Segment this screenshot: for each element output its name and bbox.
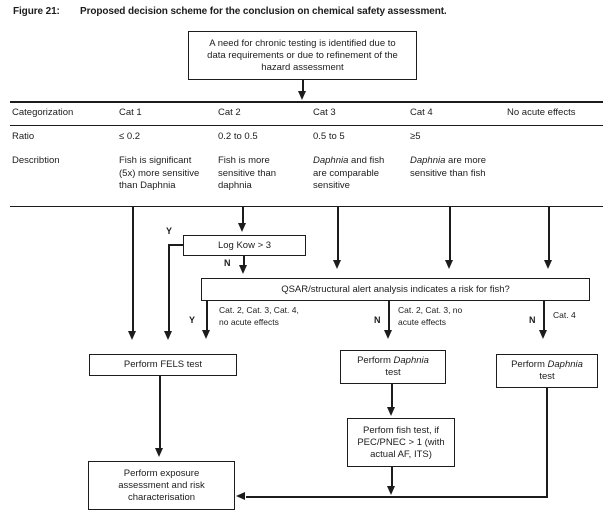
qsar-no-mid-label: N xyxy=(374,315,381,325)
arrowhead-cat4-branch xyxy=(445,260,453,269)
figure-title: Proposed decision scheme for the conclus… xyxy=(80,6,447,17)
start-box: A need for chronic testing is identified… xyxy=(188,31,417,80)
connector-bottom-horizontal xyxy=(246,496,548,498)
arrowhead-cat1-branch xyxy=(128,331,136,340)
qsar-box: QSAR/structural alert analysis indicates… xyxy=(201,278,590,301)
table-header-no-acute: No acute effects xyxy=(507,107,576,118)
connector-right-daphnia-down xyxy=(546,388,548,498)
connector-start-to-table xyxy=(302,80,304,92)
table-rule-header xyxy=(10,124,603,126)
description-cat4: Daphnia are more sensitive than fish xyxy=(410,155,508,180)
connector-qsar-yes xyxy=(206,301,208,331)
connector-no-acute-branch xyxy=(548,207,550,261)
description-cat1: Fish is significant (5x) more sensitive … xyxy=(119,155,217,193)
table-header-categorization: Categorization xyxy=(12,107,74,118)
description-cat2-text: Fish is more sensitive than daphnia xyxy=(218,155,277,191)
description-cat3-text: and fish are comparable sensitive xyxy=(313,155,385,191)
arrowhead-cat3-branch xyxy=(333,260,341,269)
description-cat4-italic: Daphnia xyxy=(410,155,446,166)
table-rule-bottom xyxy=(10,205,603,207)
arrowhead-qsar-no-mid xyxy=(384,330,392,339)
arrowhead-daphnia-to-fish xyxy=(387,407,395,416)
arrowhead-into-exposure xyxy=(236,492,245,500)
connector-cat4-branch xyxy=(449,207,451,261)
description-row-label: Describtion xyxy=(12,155,60,166)
table-rule-top xyxy=(10,101,603,103)
description-cat3: Daphnia and fish are comparable sensitiv… xyxy=(313,155,411,193)
connector-fish-to-bottom xyxy=(391,467,393,487)
description-cat3-italic: Daphnia xyxy=(313,155,349,166)
arrowhead-logkow-no xyxy=(239,265,247,274)
connector-logkow-no xyxy=(243,256,245,266)
arrowhead-fish-to-bottom xyxy=(387,486,395,495)
connector-cat3-branch xyxy=(337,207,339,261)
connector-qsar-no-mid xyxy=(388,301,390,331)
description-cat1-text: Fish is significant (5x) more sensitive … xyxy=(119,155,200,191)
qsar-no-right-label: N xyxy=(529,315,536,325)
ratio-row-label: Ratio xyxy=(12,131,35,142)
connector-fels-to-exposure xyxy=(159,376,161,449)
daphnia-mid-pre: Perform xyxy=(357,355,394,366)
daphnia-right-italic: Daphnia xyxy=(547,359,583,370)
description-cat2: Fish is more sensitive than daphnia xyxy=(218,155,316,193)
qsar-no-mid-caption: Cat. 2, Cat. 3, no acute effects xyxy=(398,305,463,327)
connector-logkow-yes-elbow xyxy=(168,244,183,246)
arrowhead-fels-to-exposure xyxy=(155,448,163,457)
log-kow-no-label: N xyxy=(224,258,231,268)
qsar-no-right-caption: Cat. 4 xyxy=(553,310,576,320)
ratio-cat1: ≤ 0.2 xyxy=(119,131,141,142)
daphnia-right-pre: Perform xyxy=(511,359,548,370)
start-box-text: A need for chronic testing is identified… xyxy=(207,37,398,73)
ratio-cat3: 0.5 to 5 xyxy=(313,131,345,142)
log-kow-box-text: Log Kow > 3 xyxy=(217,239,272,251)
daphnia-mid-italic: Daphnia xyxy=(393,355,429,366)
arrowhead-cat2-branch xyxy=(238,223,246,232)
fels-test-box-text: Perform FELS test xyxy=(123,359,203,370)
connector-daphnia-to-fish xyxy=(391,384,393,408)
qsar-box-text: QSAR/structural alert analysis indicates… xyxy=(281,283,510,295)
daphnia-mid-line2: test xyxy=(385,367,401,378)
connector-qsar-no-right xyxy=(543,301,545,331)
qsar-yes-label: Y xyxy=(189,315,196,325)
connector-cat2-branch xyxy=(242,207,244,224)
qsar-yes-caption: Cat. 2, Cat. 3, Cat. 4, no acute effects xyxy=(219,305,299,327)
fish-test-box-text: Perfom fish test, if PEC/PNEC > 1 (with … xyxy=(357,424,445,460)
arrowhead-qsar-yes xyxy=(202,330,210,339)
log-kow-box: Log Kow > 3 xyxy=(183,235,306,256)
ratio-cat4: ≥5 xyxy=(410,131,421,142)
connector-logkow-yes-down xyxy=(168,244,170,332)
table-header-cat1: Cat 1 xyxy=(119,107,142,118)
table-header-cat4: Cat 4 xyxy=(410,107,433,118)
log-kow-yes-label: Y xyxy=(166,226,173,236)
table-header-cat2: Cat 2 xyxy=(218,107,241,118)
figure-number-label: Figure 21: xyxy=(13,6,60,17)
table-header-cat3: Cat 3 xyxy=(313,107,336,118)
fels-test-box: Perform FELS test xyxy=(89,354,237,376)
exposure-assessment-box-text: Perform exposure assessment and risk cha… xyxy=(118,467,205,503)
description-cat4-text: are more sensitive than fish xyxy=(410,155,487,179)
arrowhead-qsar-no-right xyxy=(539,330,547,339)
exposure-assessment-box: Perform exposure assessment and risk cha… xyxy=(88,461,235,510)
arrowhead-no-acute-branch xyxy=(544,260,552,269)
arrowhead-logkow-yes xyxy=(164,331,172,340)
daphnia-right-line2: test xyxy=(539,371,555,382)
connector-cat1-branch xyxy=(132,207,134,332)
fish-test-box: Perfom fish test, if PEC/PNEC > 1 (with … xyxy=(347,418,455,467)
ratio-cat2: 0.2 to 0.5 xyxy=(218,131,258,142)
arrowhead-start-to-table xyxy=(298,91,306,100)
